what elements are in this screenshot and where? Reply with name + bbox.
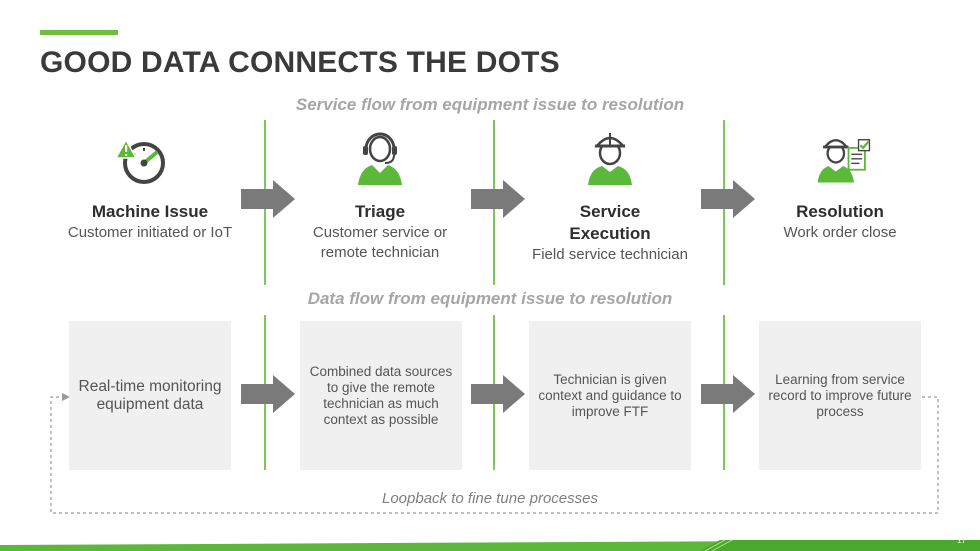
- headset-person-icon: [358, 132, 402, 185]
- flow-arrow: [471, 180, 525, 218]
- flow-arrow: [241, 375, 295, 413]
- stage-service-execution: Service Execution Field service technici…: [510, 201, 710, 265]
- stage-subtitle: Customer service or remote technician: [312, 224, 448, 261]
- data-box-text: Learning from service record to improve …: [768, 371, 912, 419]
- flow-arrow: [701, 375, 755, 413]
- stage-resolution: Resolution Work order close: [740, 201, 940, 243]
- data-box-learning: Learning from service record to improve …: [759, 321, 921, 470]
- data-box-text: Real-time monitoring equipment data: [78, 377, 222, 413]
- gauge-warning-icon: [114, 138, 165, 184]
- stage-subtitle: Field service technician: [532, 246, 688, 263]
- loopback-label: Loopback to fine tune processes: [382, 490, 598, 507]
- stage-title: Resolution: [796, 202, 884, 221]
- flow-arrow: [241, 180, 295, 218]
- stage-machine-issue: Machine Issue Customer initiated or IoT: [50, 201, 250, 243]
- service-flow-heading: Service flow from equipment issue to res…: [295, 95, 685, 114]
- data-box-text: Combined data sources to give the remote…: [309, 363, 453, 427]
- flow-arrow: [701, 180, 755, 218]
- stage-subtitle: Customer initiated or IoT: [67, 224, 233, 241]
- data-box-text: Technician is given context and guidance…: [538, 371, 682, 419]
- data-box-realtime-monitoring: Real-time monitoring equipment data: [69, 321, 231, 470]
- data-box-combined-sources: Combined data sources to give the remote…: [300, 321, 462, 470]
- stage-triage: Triage Customer service or remote techni…: [280, 201, 480, 263]
- stage-title: Triage: [354, 202, 406, 221]
- stage-title: Service Execution: [569, 202, 651, 243]
- flow-arrow: [471, 375, 525, 413]
- technician-checklist-icon: [817, 139, 871, 183]
- stage-title: Machine Issue: [91, 202, 209, 221]
- page-number: 17: [957, 536, 966, 545]
- footer-band: [0, 540, 980, 551]
- hardhat-technician-icon: [588, 133, 632, 185]
- data-flow-heading: Data flow from equipment issue to resolu…: [307, 289, 673, 308]
- stage-subtitle: Work order close: [783, 224, 897, 241]
- title-accent-bar: [40, 30, 118, 35]
- data-box-technician-guidance: Technician is given context and guidance…: [529, 321, 691, 470]
- slide-title: GOOD DATA CONNECTS THE DOTS: [40, 46, 560, 79]
